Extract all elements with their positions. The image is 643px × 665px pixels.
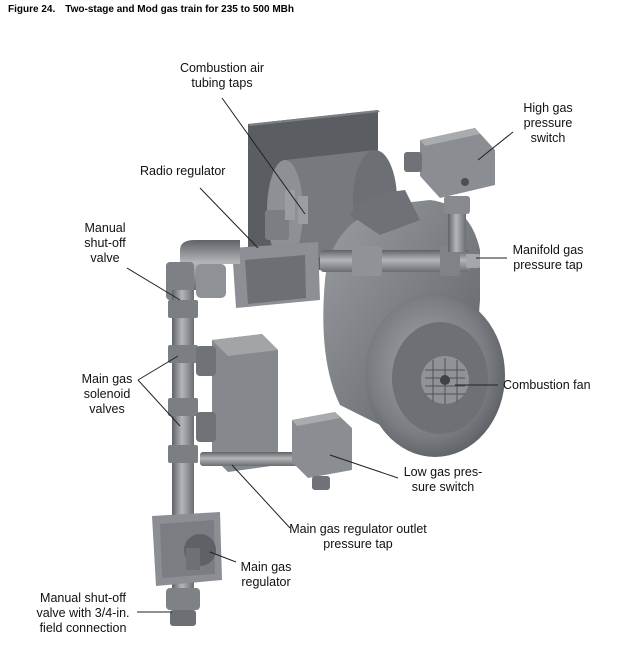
outlet-tap-pipe [200,452,310,466]
leader-manual-valve [126,267,181,301]
label-line: High gas [523,101,573,115]
leader-low-gas [329,454,399,479]
main-vertical-pipe [168,290,198,520]
label-line: solenoid [83,387,131,401]
label-combustion-fan: Combustion fan [503,378,591,393]
label-line: valve [90,251,120,265]
label-line: sure switch [411,480,475,494]
leader-main-regulator [209,551,237,563]
label-line: valves [89,402,125,416]
label-line: Combustion air [179,61,265,75]
label-line: Manual [84,221,126,235]
figure-title: Figure 24. Two-stage and Mod gas train fo… [8,4,294,15]
leader-radio-regulator [199,187,259,249]
label-line: Manual shut-off [40,591,126,605]
figure-number: Figure 24. [8,4,56,15]
low-gas-pressure-switch [292,412,352,490]
label-line: field connection [39,621,127,635]
label-line: tubing taps [191,76,253,90]
leader-solenoid-2 [137,379,181,427]
label-main-reg-outlet-tap: Main gas regulator outlet pressure tap [282,522,434,552]
manifold-pipe [320,246,480,276]
label-manual-shutoff-field: Manual shut-off valve with 3/4-in. field… [28,591,138,636]
high-gas-pressure-switch [404,128,495,252]
label-line: pressure tap [513,258,583,272]
main-gas-regulator [152,512,222,590]
label-line: pressure [523,116,573,130]
leader-combustion-air [221,97,306,215]
label-high-gas-switch: High gas pressure switch [500,101,596,146]
label-line: shut-off [84,236,126,250]
label-main-gas-regulator: Main gas regulator [234,560,298,590]
label-manual-shutoff-valve: Manual shut-off valve [74,221,136,266]
label-combustion-air-taps: Combustion air tubing taps [160,61,284,91]
combustion-fan [365,293,505,457]
field-connection-valve [166,588,200,626]
label-line: pressure tap [323,537,393,551]
label-line: Manifold gas [512,243,584,257]
leader-outlet-tap [231,464,291,529]
leader-high-gas [477,131,514,161]
label-line: valve with 3/4-in. [36,606,130,620]
leader-lines [126,97,514,613]
figure-caption: Two-stage and Mod gas train for 235 to 5… [65,4,294,15]
label-main-gas-solenoid: Main gas solenoid valves [76,372,138,417]
radio-regulator [232,190,320,308]
label-line: Combustion fan [503,378,591,392]
label-line: Main gas [81,372,133,386]
main-gas-solenoid-valves [196,334,278,472]
label-line: Main gas [240,560,292,574]
label-low-gas-switch: Low gas pres- sure switch [398,465,488,495]
leader-solenoid-1 [137,355,179,381]
label-line: regulator [241,575,291,589]
label-line: switch [530,131,566,145]
label-line: Radio regulator [140,164,226,178]
label-manifold-gas-tap: Manifold gas pressure tap [504,243,592,273]
label-line: Low gas pres- [403,465,483,479]
label-line: Main gas regulator outlet [289,522,427,536]
label-radio-regulator: Radio regulator [140,164,225,179]
